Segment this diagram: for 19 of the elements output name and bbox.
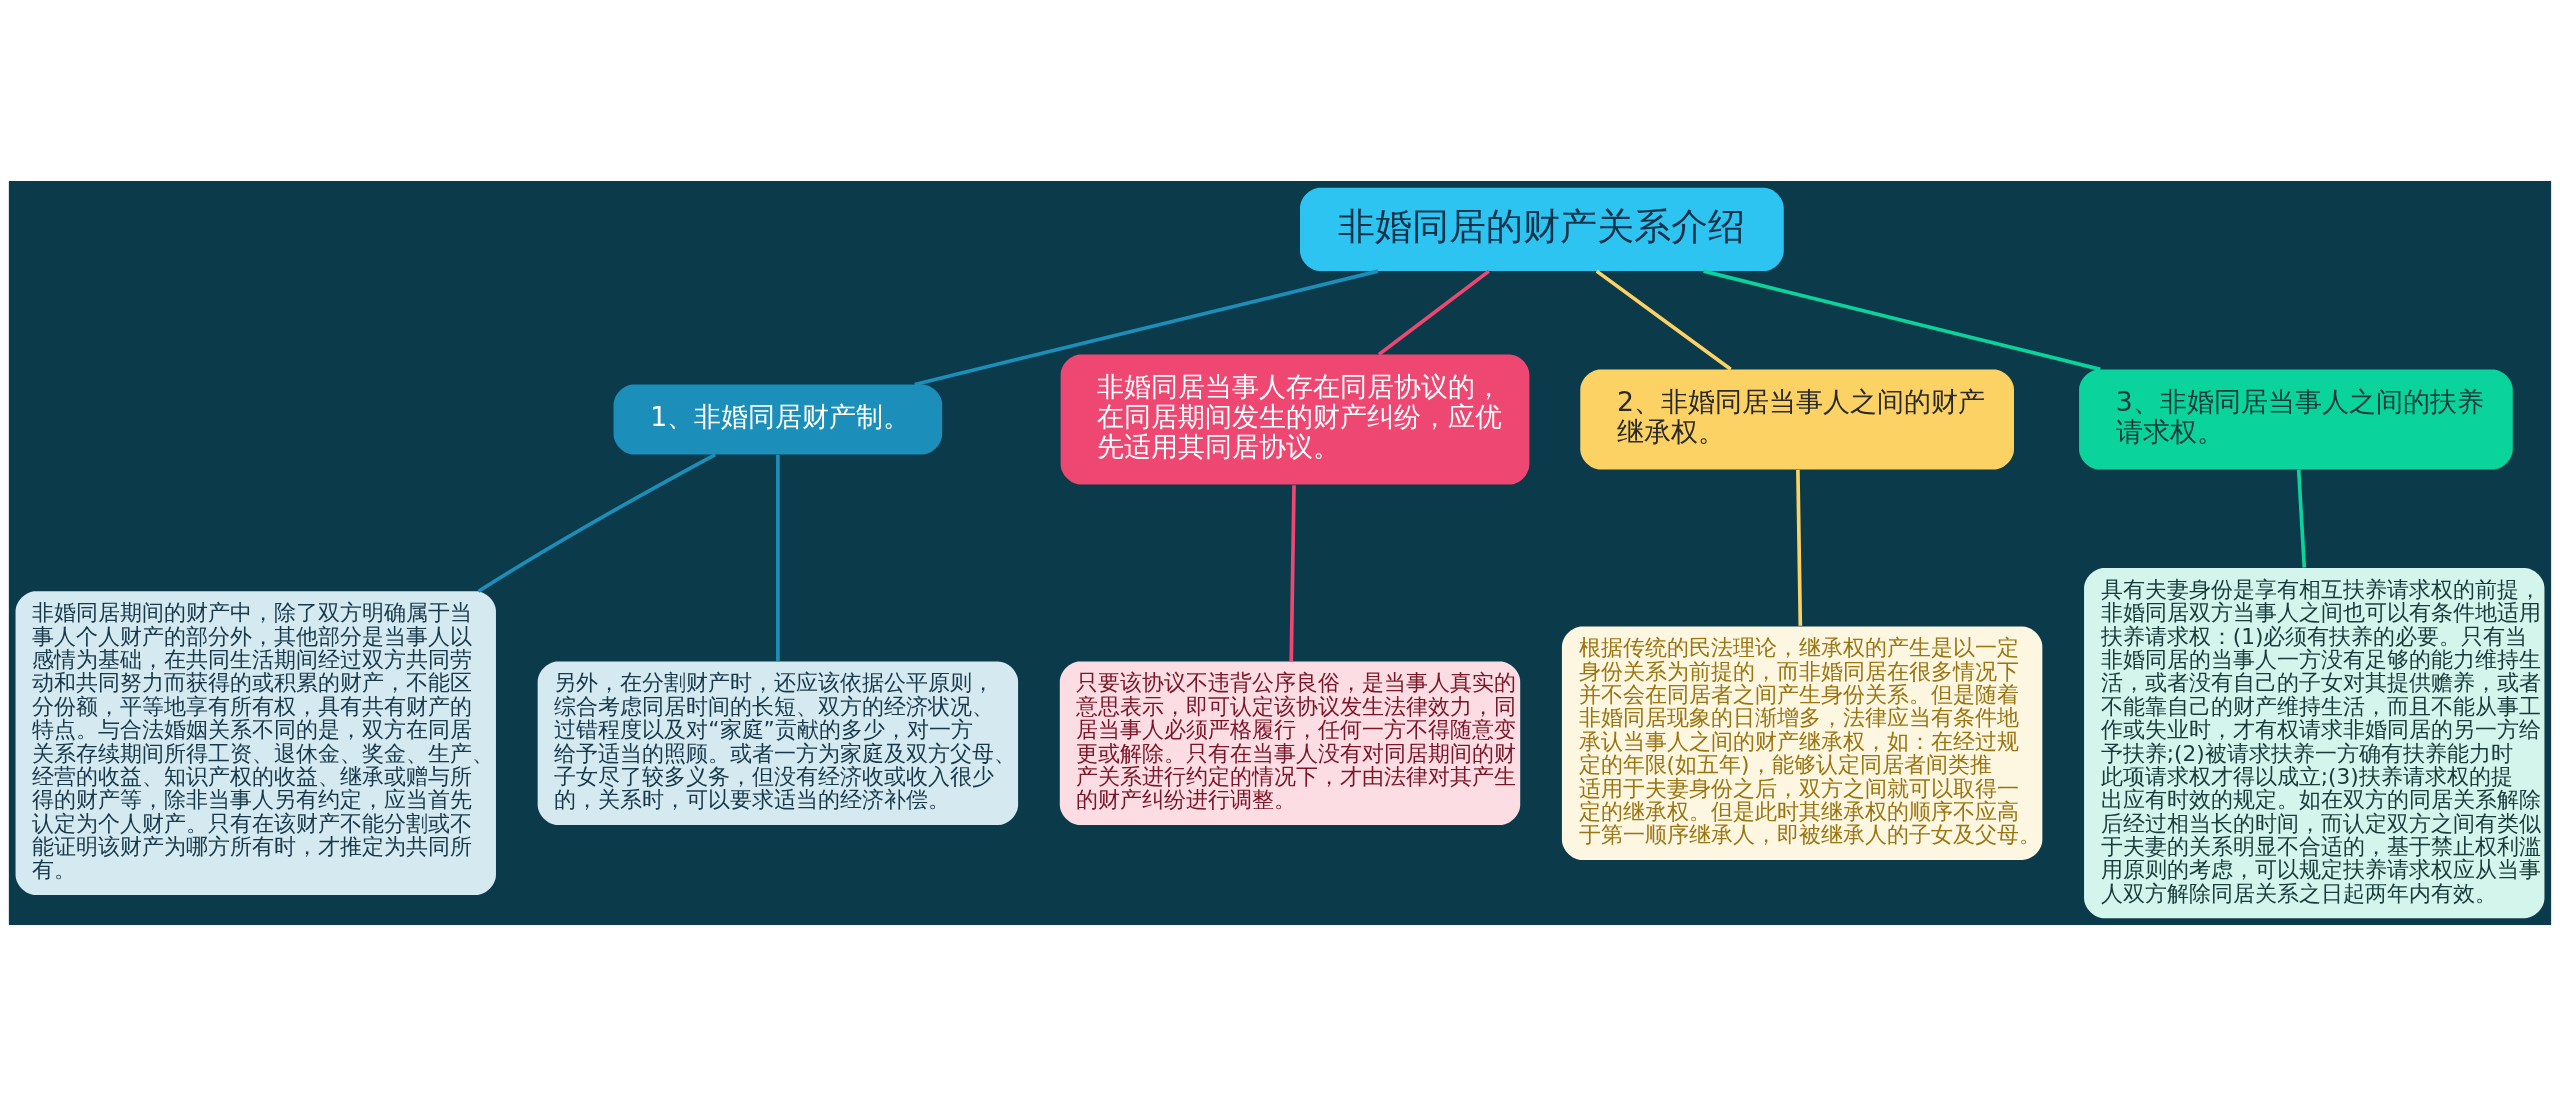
connector: [1377, 269, 1491, 356]
connector: [1289, 484, 1296, 661]
connector: [2296, 469, 2307, 568]
node-box: 另外，在分割财产时，还应该依据公平原则，综合考虑同居时间的长短、双方的经济状况、过错程度以及对“家庭”贡献的多少，对一方给予适当的照顾。或者一方为家庭及双方父母、子女尽了较多义务，但没有经济收或收入很少的，关系时，可以要求适当的经济补偿。: [537, 660, 1019, 825]
node-box: 2、非婚同居当事人之间的财产继承权。: [1580, 369, 2014, 470]
node-box: 只要该协议不违背公序良俗，是当事人真实的意思表示，即可认定该协议发生法律效力，同居当事人必须严格履行，任何一方不得随意变更或解除。只有在当事人没有对同居期间的财产关系进行约定的情况下，才由法律对其产生的财产纠纷进行调整。: [1059, 660, 1521, 825]
connector: [477, 452, 717, 593]
node-box: 非婚同居期间的财产中，除了双方明确属于当事人个人财产的部分外，其他部分是当事人以感情为基础，在共同生活期间经过双方共同劳动和共同努力而获得的或积累的财产，不能区分份额，平等地享有所有权，具有共有财产的特点。与合法婚姻关系不同的是，双方在同居关系存续期间所得工资、退休金、奖金、生产、经营的收益、知识产权的收益、继承或赠与所得的财产等，除非当事人另有约定，应当首先认定为个人财产。只有在该财产不能分割或不能证明该财产为哪方所有时，才推定为共同所有。: [15, 590, 496, 895]
connector: [914, 268, 1379, 386]
node-box: 3、非婚同居当事人之间的扶养请求权。: [2079, 369, 2513, 470]
connector: [1595, 269, 1732, 371]
connector: [1796, 469, 1803, 626]
node-box: 根据传统的民法理论，继承权的产生是以一定身份关系为前提的，而非婚同居在很多情况下并不会在同居者之间产生身份关系。但是随着非婚同居现象的日渐增多，法律应当有条件地承认当事人之间的财产继承权，如：在经过规定的年限(如五年)，能够认定同居者间类推适用于夫妻身份之后，双方之间就可以取得一定的继承权。但是此时其继承权的顺序不应高于第一顺序继承人，即被继承人的子女及父母。: [1561, 625, 2043, 860]
node-box: 1、非婚同居财产制。: [613, 384, 943, 455]
node-box: 非婚同居当事人存在同居协议的，在同居期间发生的财产纠纷，应优先适用其同居协议。: [1060, 354, 1530, 485]
node-box: 具有夫妻身份是享有相互扶养请求权的前提，非婚同居双方当事人之间也可以有条件地适用扶养请求权：(1)必须有扶养的必要。只有当非婚同居的当事人一方没有足够的能力维持生活，或者没有自己的子女对其提供赡养，或者不能靠自己的财产维持生活，而且不能从事工作或失业时，才有权请求非婚同居的另一方给予扶养;(2)被请求扶养一方确有扶养能力时此项请求权才得以成立;(3)扶养请求权的提出应有时效的规定。如在双方的同居关系解除后经过相当长的时间，而认定双方之间有类似于夫妻的关系明显不合适的，基于禁止权利滥用原则的考虑，可以规定扶养请求权应从当事人双方解除同居关系之日起两年内有效。: [2084, 567, 2545, 918]
connector: [776, 454, 780, 661]
connector: [1703, 268, 2101, 371]
node-box: 非婚同居的财产关系介绍: [1300, 187, 1784, 271]
